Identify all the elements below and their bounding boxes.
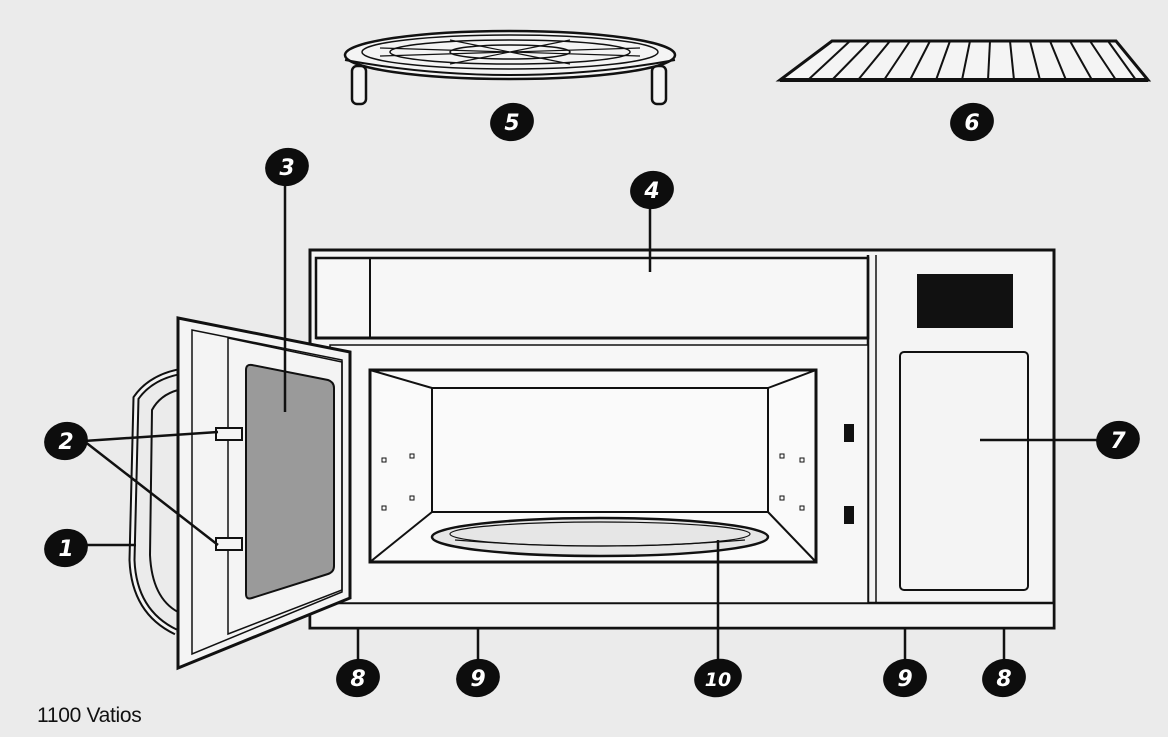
callout-9-right: 9 bbox=[880, 655, 931, 701]
callout-9-left-label: 9 bbox=[470, 667, 485, 692]
callout-3-label: 3 bbox=[279, 156, 294, 181]
callout-10-label: 10 bbox=[705, 669, 731, 691]
callout-1-label: 1 bbox=[58, 537, 73, 562]
callout-9-left: 9 bbox=[453, 655, 504, 701]
callout-6-label: 6 bbox=[964, 111, 979, 136]
callout-4-label: 4 bbox=[643, 179, 659, 204]
callout-8-right-label: 8 bbox=[996, 667, 1011, 692]
callout-1: 1 bbox=[41, 525, 92, 571]
callout-8-left: 8 bbox=[333, 655, 384, 701]
cooking-rack bbox=[780, 41, 1148, 80]
turntable-support-rack bbox=[345, 31, 675, 104]
callout-2-label: 2 bbox=[58, 430, 73, 455]
callout-4: 4 bbox=[627, 167, 678, 213]
callout-3: 3 bbox=[262, 144, 313, 190]
callout-5-label: 5 bbox=[504, 111, 519, 136]
callout-7-label: 7 bbox=[1110, 429, 1126, 454]
callout-2: 2 bbox=[41, 418, 92, 464]
callout-7: 7 bbox=[1093, 417, 1144, 463]
callout-8-right: 8 bbox=[979, 655, 1030, 701]
callout-6: 6 bbox=[947, 99, 998, 145]
wattage-caption: 1100 Vatios bbox=[37, 704, 142, 728]
microwave-body bbox=[310, 250, 1054, 628]
callout-5: 5 bbox=[487, 99, 538, 145]
callout-8-left-label: 8 bbox=[350, 667, 365, 692]
callout-9-right-label: 9 bbox=[897, 667, 912, 692]
callout-10: 10 bbox=[691, 654, 746, 701]
